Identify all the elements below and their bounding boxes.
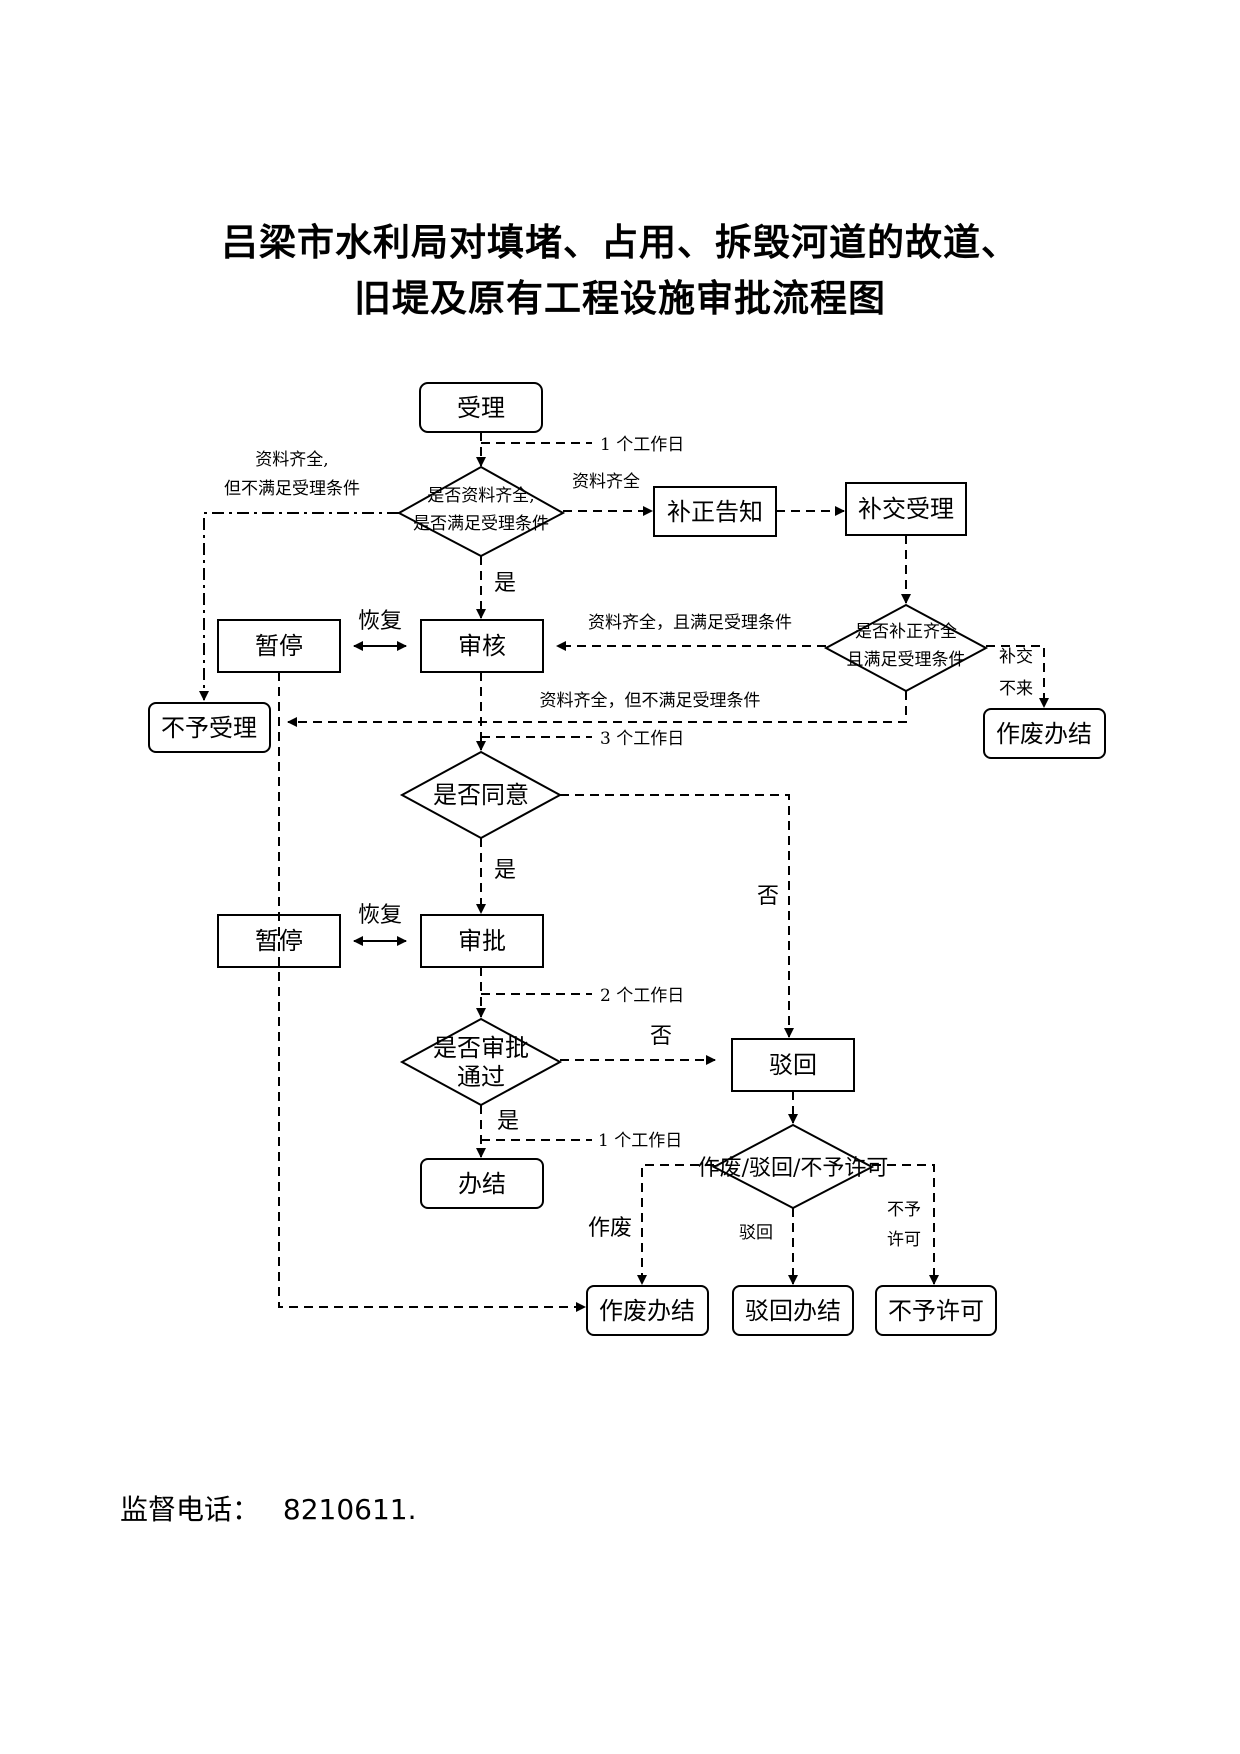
label-one-day-a: 1 个工作日 bbox=[600, 435, 684, 455]
arrow-final-to-void bbox=[637, 1164, 714, 1285]
arrow-correction-to-void bbox=[986, 645, 1049, 708]
page-title-line1: 吕梁市水利局对填堵、占用、拆毁河道的故道、 bbox=[221, 220, 1019, 264]
node-accept: 受理 bbox=[419, 382, 543, 433]
node-void-close-2: 作废办结 bbox=[586, 1285, 709, 1336]
node-suspend-1-text: 暂停 bbox=[255, 632, 303, 660]
decision-agree: 是否同意 bbox=[399, 750, 563, 840]
label-no-1: 否 bbox=[757, 884, 779, 909]
arrow-final-to-not-permit bbox=[872, 1164, 939, 1285]
node-review-text: 审核 bbox=[458, 632, 506, 660]
node-void-close-2-text: 作废办结 bbox=[599, 1297, 695, 1325]
node-resubmit-text: 补交受理 bbox=[858, 495, 954, 523]
label-docs-ok: 资料齐全 bbox=[572, 472, 640, 492]
label-resume-2: 恢复 bbox=[358, 903, 402, 928]
supervision-phone-label: 监督电话： bbox=[120, 1493, 261, 1526]
decision-docs-text2: 是否满足受理条件 bbox=[413, 514, 549, 534]
decision-correction-complete: 是否补正齐全 且满足受理条件 bbox=[823, 603, 989, 693]
node-return: 驳回 bbox=[731, 1038, 855, 1092]
label-resubmit-fail-1: 补交 bbox=[999, 647, 1033, 667]
decision-correction-text2: 且满足受理条件 bbox=[847, 650, 966, 670]
node-approve-text: 审批 bbox=[458, 927, 506, 955]
node-resubmit-accept: 补交受理 bbox=[845, 482, 967, 536]
label-yes-2: 是 bbox=[494, 858, 516, 883]
decision-docs-text1: 是否资料齐全, bbox=[427, 486, 534, 506]
arrow-agree-to-return bbox=[560, 794, 794, 1038]
label-three-days: 3 个工作日 bbox=[600, 729, 684, 749]
decision-final-text: 作废/驳回/不予许可 bbox=[698, 1156, 889, 1181]
node-return-close-text: 驳回办结 bbox=[745, 1297, 841, 1325]
node-void-close-1-text: 作废办结 bbox=[996, 720, 1092, 748]
node-close: 办结 bbox=[420, 1158, 544, 1209]
arrow-correction-to-reject bbox=[287, 691, 907, 727]
label-one-day-b: 1 个工作日 bbox=[598, 1131, 682, 1151]
node-void-close-1: 作废办结 bbox=[983, 708, 1106, 759]
label-yes-1: 是 bbox=[494, 571, 516, 596]
label-docs-ok-not-meet-2b: 资料齐全，但不满足受理条件 bbox=[540, 691, 761, 711]
label-not-permit-2: 许可 bbox=[887, 1230, 921, 1250]
supervision-phone-number: 8210611. bbox=[282, 1493, 417, 1526]
decision-approve-text1: 是否审批 bbox=[433, 1034, 529, 1062]
label-return: 驳回 bbox=[739, 1223, 773, 1243]
label-resubmit-fail-2: 不来 bbox=[999, 679, 1033, 699]
node-reject-text: 不予受理 bbox=[161, 714, 257, 742]
node-not-permit-text: 不予许可 bbox=[888, 1297, 984, 1325]
node-suspend-1: 暂停 bbox=[217, 619, 341, 673]
label-docs-ok-not-meet-2: 但不满足受理条件 bbox=[224, 479, 360, 499]
node-correction-text: 补正告知 bbox=[667, 498, 763, 526]
arrow-suspend-to-void bbox=[278, 672, 586, 1312]
decision-approve-pass: 是否审批 通过 bbox=[399, 1017, 563, 1107]
node-return-text: 驳回 bbox=[769, 1051, 817, 1079]
decision-docs-complete: 是否资料齐全, 是否满足受理条件 bbox=[396, 465, 566, 558]
node-return-close: 驳回办结 bbox=[732, 1285, 854, 1336]
node-reject-accept: 不予受理 bbox=[148, 702, 271, 753]
node-review: 审核 bbox=[420, 619, 544, 673]
decision-final: 作废/驳回/不予许可 bbox=[698, 1123, 889, 1210]
decision-correction-text1: 是否补正齐全 bbox=[855, 622, 957, 642]
node-correction-notice: 补正告知 bbox=[653, 486, 777, 537]
label-no-2: 否 bbox=[650, 1024, 672, 1049]
label-resume-1: 恢复 bbox=[358, 609, 402, 634]
label-void: 作废 bbox=[588, 1216, 632, 1241]
label-docs-ok-meet: 资料齐全，且满足受理条件 bbox=[588, 613, 792, 633]
page-title-line2: 旧堤及原有工程设施审批流程图 bbox=[354, 276, 886, 320]
decision-approve-text2: 通过 bbox=[457, 1063, 505, 1091]
node-approve: 审批 bbox=[420, 914, 544, 968]
label-docs-ok-not-meet-1: 资料齐全, bbox=[255, 450, 328, 470]
node-not-permit: 不予许可 bbox=[875, 1285, 997, 1336]
label-yes-3: 是 bbox=[497, 1109, 519, 1134]
node-accept-text: 受理 bbox=[457, 394, 505, 422]
label-two-days: 2 个工作日 bbox=[600, 986, 684, 1006]
supervision-phone: 监督电话： 8210611. bbox=[120, 1488, 417, 1528]
decision-agree-text: 是否同意 bbox=[433, 781, 529, 809]
node-close-text: 办结 bbox=[458, 1170, 506, 1198]
label-not-permit-1: 不予 bbox=[887, 1200, 921, 1220]
arrow-docs-to-reject bbox=[199, 512, 399, 701]
